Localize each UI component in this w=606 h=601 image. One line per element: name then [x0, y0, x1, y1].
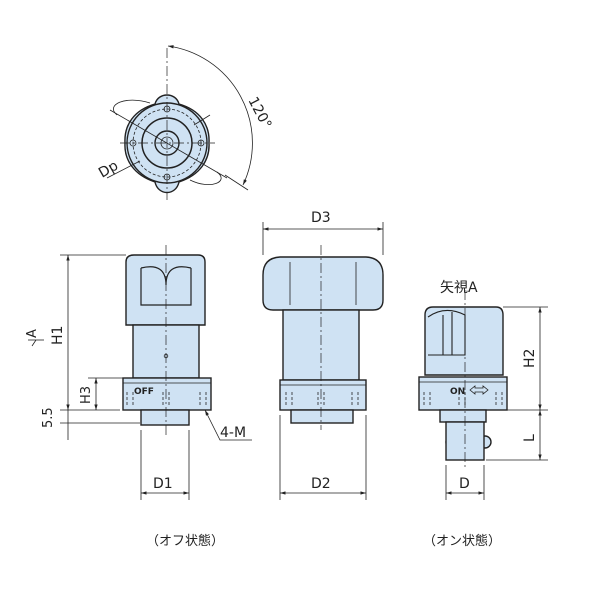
offset-label: 5.5: [41, 407, 56, 428]
toggle-arrow-icon: [469, 385, 489, 395]
four-m-label: 4-M: [220, 425, 246, 441]
angle-label: 120°: [244, 94, 274, 131]
d3-label: D3: [311, 210, 331, 226]
side-view: D3 D2: [262, 210, 384, 500]
on-label: ON: [450, 387, 465, 397]
cap: [125, 254, 206, 326]
off-state-view: OFF H1 H3 5.5 A D1 4-M: [25, 245, 252, 500]
h1-label: H1: [50, 326, 66, 345]
l-label: L: [522, 434, 538, 442]
d1-label: D1: [153, 476, 173, 492]
view-a-label: 矢視A: [440, 280, 478, 296]
off-label: OFF: [134, 387, 154, 397]
on-state-caption: （オン状態）: [423, 533, 501, 549]
d2-label: D2: [311, 476, 331, 492]
angle-arc: [167, 45, 253, 186]
top-view: 120° Dp: [96, 45, 274, 200]
off-state-caption: （オフ状態）: [146, 533, 224, 549]
view-a-marker: A: [25, 329, 40, 338]
h2-label: H2: [522, 349, 538, 368]
dp-label: Dp: [96, 158, 121, 182]
d-label: D: [459, 476, 470, 492]
on-state-view: ON 矢視A H2 L D: [418, 280, 548, 500]
h3-label: H3: [79, 386, 94, 404]
